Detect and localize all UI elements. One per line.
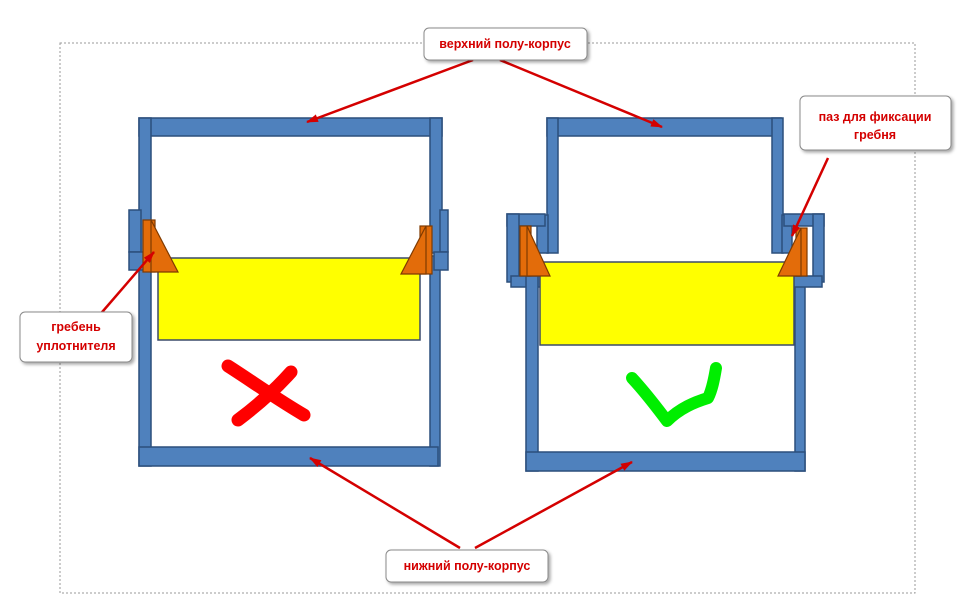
right-yellow-insert — [539, 261, 795, 346]
arrow-top-housing-left — [306, 58, 474, 124]
arrow-ridge — [96, 251, 155, 319]
right-top-half-housing — [536, 117, 793, 254]
arrow-bottom-housing-right — [474, 460, 633, 550]
right-seal-ridge-right — [777, 227, 808, 277]
right-seal-ridge-left — [519, 225, 551, 277]
page-frame — [59, 42, 916, 594]
callout-top-housing-text: верхний полу-корпус — [439, 37, 571, 51]
callout-groove-text-line2: гребня — [854, 128, 896, 142]
callout-ridge-text-line2: уплотнителя — [36, 339, 115, 353]
callout-bottom-housing-text: нижний полу-корпус — [404, 559, 531, 573]
right-check-mark — [626, 362, 722, 427]
arrow-top-housing-right — [499, 58, 663, 129]
left-top-half-housing — [128, 117, 449, 254]
arrow-bottom-housing-left — [309, 456, 461, 550]
left-seal-ridge-right — [400, 225, 433, 275]
right-assembly-correct — [506, 117, 825, 472]
callout-arrows — [96, 58, 830, 550]
left-bottom-half-housing — [128, 251, 449, 467]
arrow-groove — [790, 157, 830, 237]
callout-top-housing: верхний полу-корпус — [423, 27, 588, 61]
left-yellow-insert — [157, 257, 421, 341]
callout-bottom-housing: нижний полу-корпус — [385, 549, 549, 583]
callout-groove: паз для фиксации гребня — [799, 95, 952, 151]
left-seal-ridge-left — [142, 219, 179, 273]
callout-groove-text-line1: паз для фиксации — [819, 110, 932, 124]
callout-ridge: гребень уплотнителя — [19, 311, 133, 363]
left-assembly-incorrect — [128, 117, 449, 467]
callout-ridge-text-line1: гребень — [51, 320, 101, 334]
wrong-cross-mark — [221, 359, 311, 427]
